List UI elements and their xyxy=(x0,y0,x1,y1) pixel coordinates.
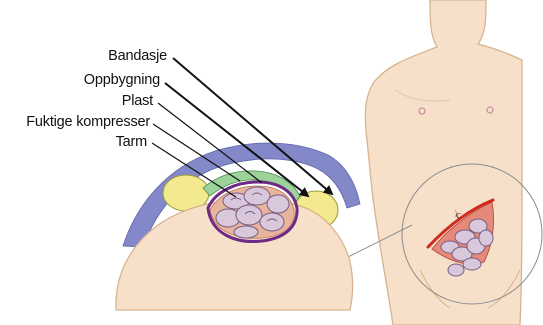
label-bowel: Tarm xyxy=(116,134,148,150)
labels: Bandasje Oppbygning Plast Fuktige kompre… xyxy=(26,48,167,150)
plastic-leader xyxy=(158,103,262,183)
torso-figure xyxy=(365,0,522,325)
label-compresses: Fuktige kompresser xyxy=(26,114,150,130)
label-bandage: Bandasje xyxy=(108,48,167,64)
figure-letter: c xyxy=(456,209,461,221)
torso-body xyxy=(365,0,522,325)
label-plastic: Plast xyxy=(122,93,153,109)
label-buildup: Oppbygning xyxy=(84,72,160,88)
cross-section xyxy=(116,143,360,310)
